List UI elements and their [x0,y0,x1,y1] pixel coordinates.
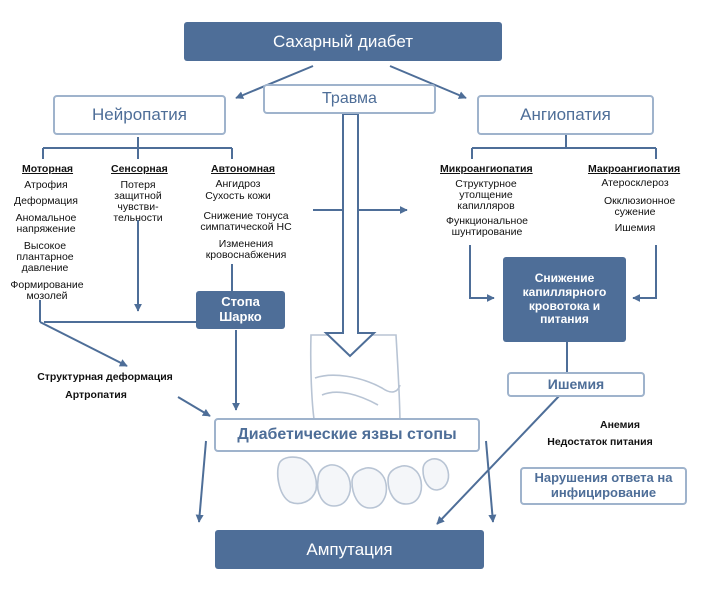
deformation-text: Структурная деформация [37,371,173,383]
infection-label: Нарушения ответа на инфицирование [534,470,673,500]
arthropathy-text: Артропатия [65,389,127,401]
autonomic-item: Изменения кровоснабжения [205,238,287,262]
autonomic-item: Снижение тонуса симпатической НС [200,210,292,234]
macro-heading: Макроангиопатия [588,163,681,175]
angiopathy-label: Ангиопатия [520,105,611,125]
amputation-box: Ампутация [215,530,484,569]
neuropathy-label: Нейропатия [92,105,187,125]
angiopathy-box: Ангиопатия [477,95,654,135]
motor-heading: Моторная [22,163,74,175]
motor-item: Высокое плантарное давление [16,240,74,275]
micro-heading: Микроангиопатия [440,163,533,175]
micro-item: Функциональное шунтирование [445,215,529,239]
autonomic-item: Сухость кожи [205,190,271,202]
ulcers-box: Диабетические язвы стопы [214,418,480,452]
ischemia-label: Ишемия [547,376,605,393]
capillary-label: Снижение капиллярного кровотока и питани… [522,270,607,327]
sensory-heading: Сенсорная [111,163,168,175]
neuropathy-box: Нейропатия [53,95,226,135]
macro-item: Атеросклероз [601,177,669,189]
autonomic-item: Ангидроз [215,178,261,190]
amputation-label: Ампутация [306,539,393,559]
ulcers-label: Диабетические язвы стопы [237,425,457,443]
charcot-box: Стопа Шарко [196,291,285,329]
micro-item: Структурное утолщение капилляров [455,178,517,213]
sensory-item: Потеря защитной чувстви-тельности [113,179,163,225]
macro-item: Окклюзионное сужение [604,195,676,219]
trauma-label: Травма [322,89,377,107]
diabetes-box: Сахарный диабет [184,22,502,61]
foot-illustration [276,334,450,509]
autonomic-heading: Автономная [211,163,276,175]
trauma-box: Травма [263,84,436,114]
charcot-label: Стопа Шарко [219,294,262,324]
capillary-box: Снижение капиллярного кровотока и питани… [503,257,626,342]
trauma-arrow [323,113,377,358]
diabetes-label: Сахарный диабет [272,31,414,51]
motor-item: Аномальное напряжение [15,212,77,236]
anemia-text: Анемия [600,419,640,431]
macro-item: Ишемия [614,222,656,234]
malnutrition-text: Недостаток питания [547,436,653,448]
motor-item: Атрофия [24,179,68,191]
infection-box: Нарушения ответа на инфицирование [520,467,687,505]
motor-item: Деформация [14,195,78,207]
motor-item: Формирование мозолей [10,279,84,303]
ischemia-box: Ишемия [507,372,645,397]
